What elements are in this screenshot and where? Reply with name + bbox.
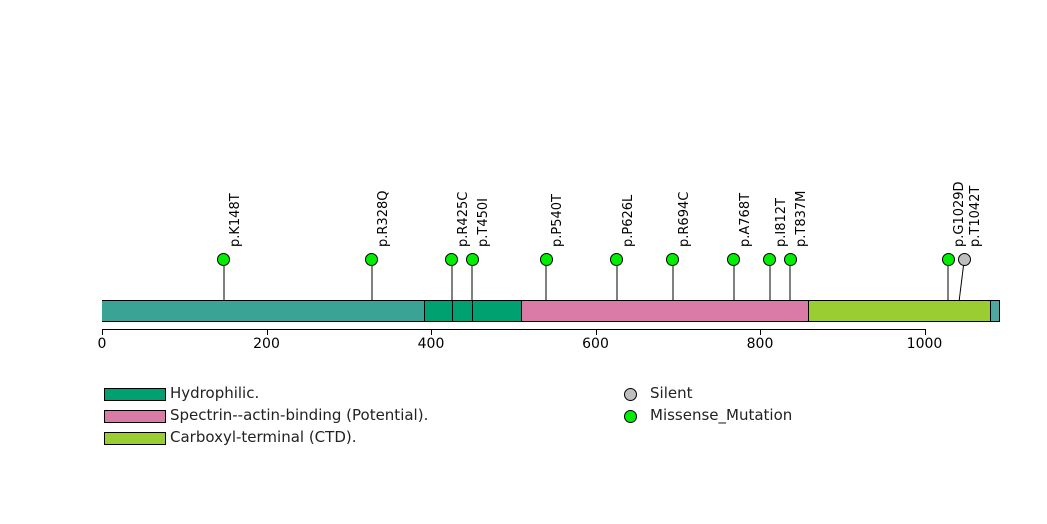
- domain-segment[interactable]: [807, 301, 991, 321]
- lollipop-head[interactable]: [957, 252, 971, 266]
- lollipop-head[interactable]: [445, 252, 459, 266]
- lollipop-label: p.T1042T: [968, 185, 984, 247]
- domain-segment[interactable]: [520, 301, 808, 321]
- lollipop-label: p.T450I: [476, 198, 492, 247]
- legend-label: Missense_Mutation: [650, 406, 793, 424]
- lollipop-label: p.I812T: [773, 198, 789, 247]
- lollipop-stem: [947, 259, 949, 302]
- domain-segment[interactable]: [472, 301, 521, 321]
- axis-line: [102, 329, 926, 330]
- axis-tick-label: 200: [253, 336, 280, 352]
- lollipop-head[interactable]: [763, 252, 777, 266]
- domain-boundary: [472, 301, 474, 321]
- lollipop-head[interactable]: [217, 252, 231, 266]
- lollipop-stem: [733, 259, 735, 302]
- lollipop-stem: [789, 259, 791, 302]
- axis-tick-label: 1000: [906, 336, 943, 352]
- lollipop-label: p.R694C: [676, 191, 692, 247]
- axis-tick: [924, 329, 926, 335]
- lollipop-stem: [545, 259, 547, 302]
- lollipop-stem: [451, 259, 453, 302]
- lollipop-label: p.A768T: [737, 192, 753, 247]
- lollipop-head[interactable]: [610, 252, 624, 266]
- lollipop-head[interactable]: [783, 252, 797, 266]
- lollipop-label: p.R328Q: [375, 190, 391, 247]
- axis-tick-label: 400: [417, 336, 445, 352]
- domain-segment[interactable]: [451, 301, 473, 321]
- lollipop-stem: [616, 259, 618, 302]
- lollipop-label: p.T837M: [794, 190, 810, 247]
- legend-label: Silent: [650, 384, 693, 402]
- domain-segment[interactable]: [424, 301, 452, 321]
- legend-label: Hydrophilic.: [170, 384, 260, 402]
- lollipop-head[interactable]: [539, 252, 553, 266]
- lollipop-head[interactable]: [666, 252, 680, 266]
- lollipop-stem: [672, 259, 674, 302]
- lollipop-label: p.P626L: [620, 194, 636, 247]
- lollipop-stem: [958, 258, 965, 303]
- domain-segment[interactable]: [990, 301, 1000, 321]
- lollipop-label: p.G1029D: [952, 181, 968, 247]
- lollipop-head[interactable]: [365, 252, 379, 266]
- domain-boundary: [451, 301, 453, 321]
- axis-tick: [431, 329, 432, 335]
- axis-tick: [760, 329, 761, 335]
- lollipop-stem: [471, 259, 473, 302]
- legend-label: Spectrin--actin-binding (Potential).: [170, 406, 429, 424]
- legend-swatch: [104, 410, 166, 423]
- legend-swatch: [104, 388, 166, 401]
- lollipop-stem: [223, 259, 225, 302]
- domain-segment[interactable]: [102, 301, 425, 321]
- protein-domain-bar[interactable]: [102, 300, 1000, 322]
- domain-boundary: [520, 301, 522, 321]
- legend-dot: [624, 388, 637, 401]
- legend-dot: [624, 410, 637, 423]
- lollipop-head[interactable]: [941, 252, 955, 266]
- domain-boundary: [990, 301, 992, 321]
- axis-tick-label: 600: [582, 336, 609, 352]
- legend-label: Carboxyl-terminal (CTD).: [170, 428, 357, 446]
- domain-boundary: [424, 301, 426, 321]
- lollipop-head[interactable]: [465, 252, 479, 266]
- axis-tick-label: 0: [97, 336, 107, 352]
- lollipop-stem: [769, 259, 771, 302]
- lollipop-label: p.P540T: [550, 194, 566, 247]
- lollipop-label: p.R425C: [455, 191, 471, 247]
- axis-tick-label: 800: [746, 336, 774, 352]
- lollipop-stem: [371, 259, 373, 302]
- axis-tick: [595, 329, 597, 335]
- axis-tick: [102, 329, 103, 335]
- legend-swatch: [104, 432, 166, 445]
- lollipop-label: p.K148T: [227, 193, 243, 247]
- axis-tick: [266, 329, 268, 335]
- lollipop-head[interactable]: [727, 252, 741, 266]
- domain-boundary: [807, 301, 809, 321]
